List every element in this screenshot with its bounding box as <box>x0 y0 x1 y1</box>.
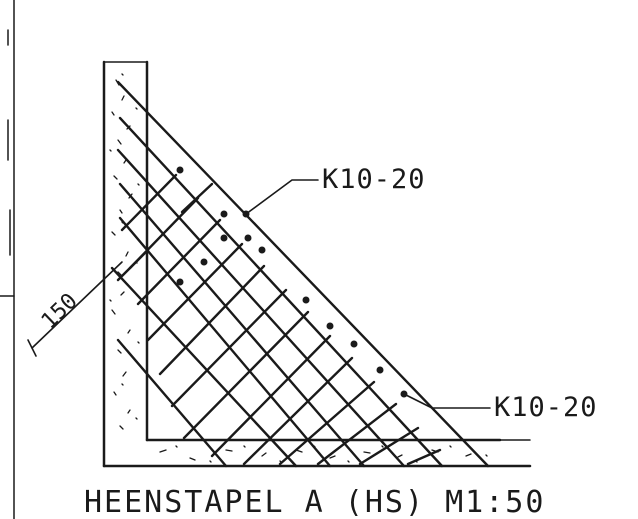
callout-label-bottom: K10-20 <box>494 392 598 423</box>
dimension-label: 150 <box>37 289 83 335</box>
rebar-dots <box>176 166 408 398</box>
drawing-title: HEENSTAPEL A (HS) M1:50 <box>84 485 545 519</box>
stirrup-strokes <box>116 173 442 466</box>
callout-label-top: K10-20 <box>322 164 426 195</box>
sheet-border <box>0 0 15 519</box>
leader-lines <box>27 179 491 409</box>
